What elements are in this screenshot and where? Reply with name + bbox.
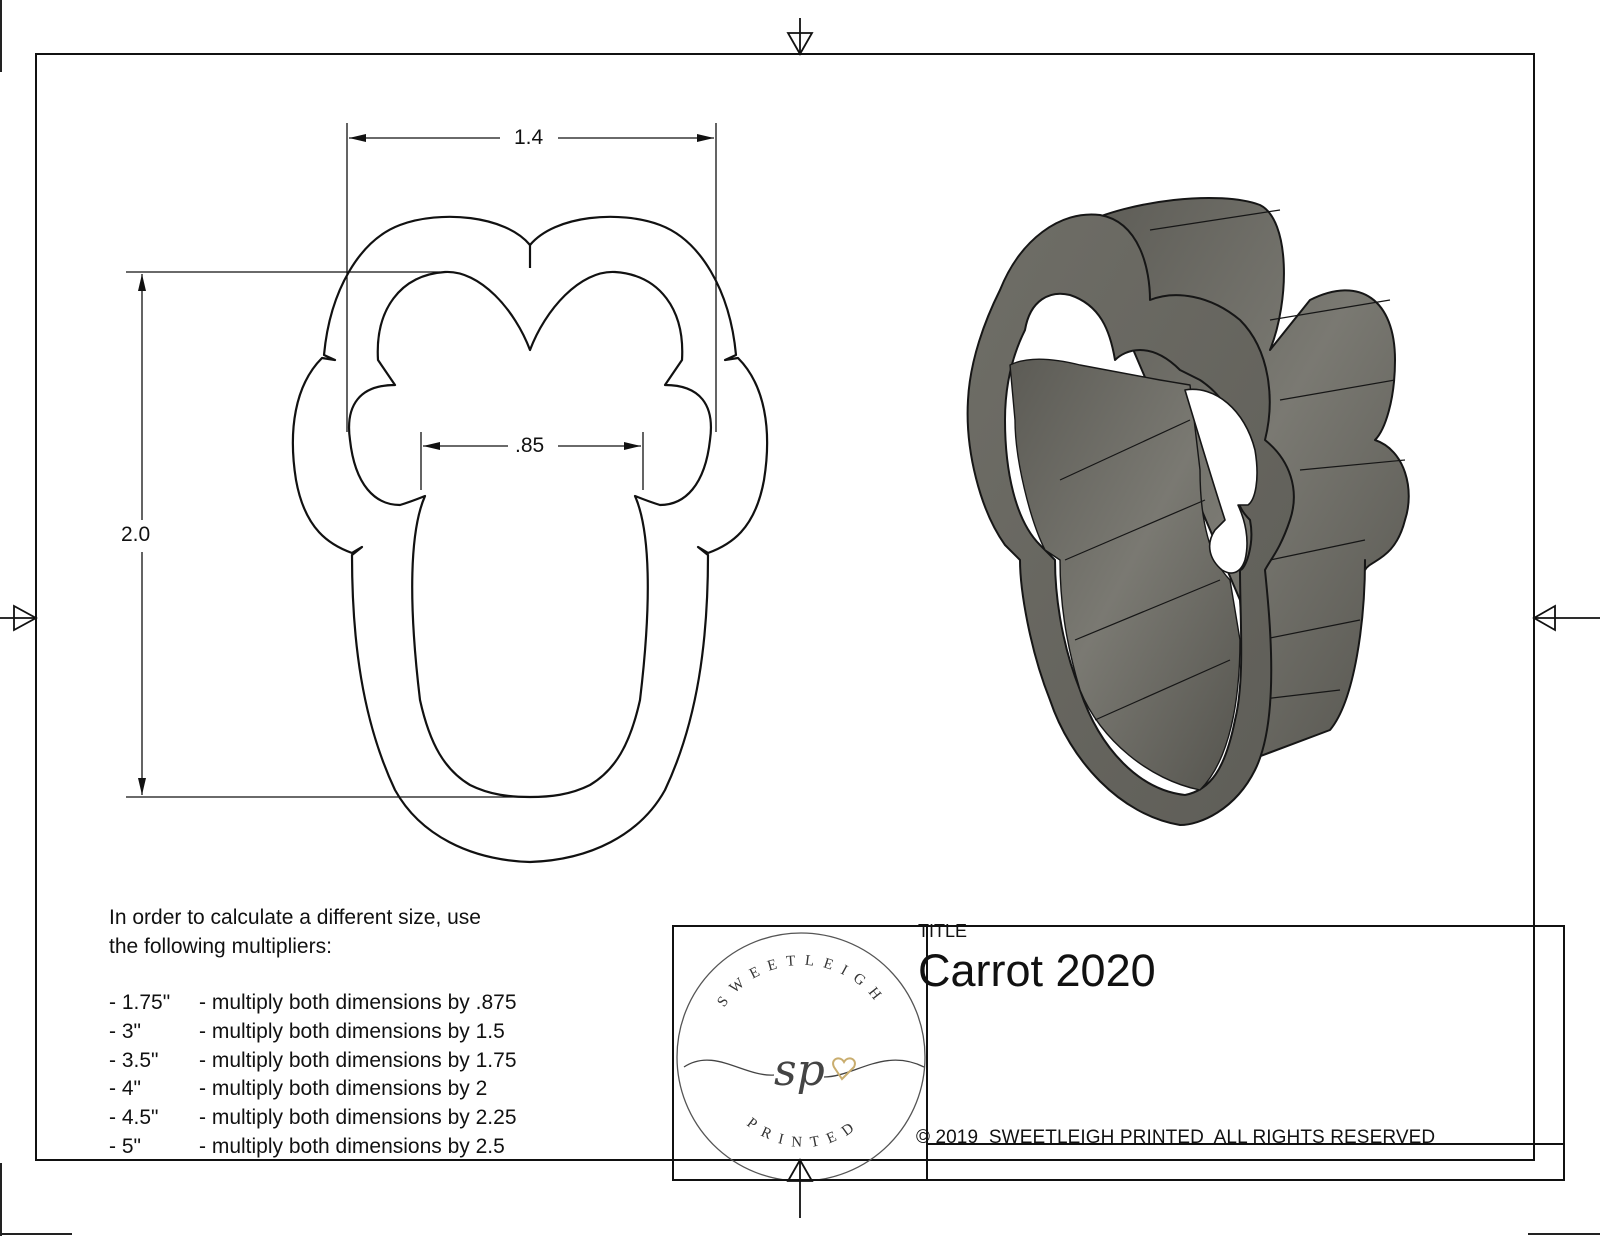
logo-monogram: sp [774,1045,825,1096]
registration-mark-left [0,604,38,632]
multiplier-row: - 4" - multiply both dimensions by 2 [109,1075,517,1104]
multiplier-text: - multiply both dimensions by 2.25 [199,1106,517,1130]
size-multiplier-notes: In order to calculate a different size, … [109,903,517,1162]
sweetleigh-printed-logo: SWEETLEIGH PRINTED sp [676,932,926,1179]
copyright-notice: © 2019 SWEETLEIGH PRINTED ALL RIGHTS RES… [916,1127,1436,1148]
logo-top-text: SWEETLEIGH [714,953,880,1010]
multiplier-size: - 4.5" [109,1106,159,1130]
logo-heart-icon [832,1057,856,1081]
multiplier-row: - 1.75" - multiply both dimensions by .8… [109,989,517,1018]
title-label: TITLE [918,921,968,941]
inner-wall [1009,358,1241,791]
multiplier-row: - 5" - multiply both dimensions by 2.5 [109,1133,517,1162]
front-face [966,213,1295,826]
outer-contour [291,215,769,864]
logo-bottom-text: PRINTED [744,1115,856,1151]
dimension-overall-height: 2.0 [118,524,154,546]
dimension-inner-width: .85 [509,435,551,457]
multiplier-size: - 3" [109,1019,141,1043]
cutout-opening [1184,388,1258,574]
multiplier-text: - multiply both dimensions by .875 [199,991,517,1014]
multiplier-size: - 1.75" [109,991,171,1014]
multiplier-size: - 3.5" [109,1048,159,1072]
notes-intro: In order to calculate a different size, … [109,906,481,958]
multiplier-row: - 3" - multiply both dimensions by 1.5 [109,1018,517,1047]
sheet-border [35,53,1535,1161]
svg-text:SWEETLEIGH: SWEETLEIGH [714,953,889,1010]
logo-swash-icon [683,1059,925,1078]
multiplier-text: - multiply both dimensions by 2 [199,1077,488,1101]
multiplier-row: - 3.5" - multiply both dimensions by 1.7… [109,1047,517,1076]
multiplier-text: - multiply both dimensions by 1.5 [199,1019,505,1043]
registration-mark-right [1532,604,1600,632]
registration-mark-top [786,18,814,56]
multiplier-size: - 4" [109,1077,141,1101]
multiplier-text: - multiply both dimensions by 2.5 [199,1134,505,1158]
title-block-frame [672,925,1565,1181]
drawing-title: Carrot 2020 [918,945,1156,996]
dimension-overall-width: 1.4 [508,127,550,149]
svg-text:PRINTED: PRINTED [744,1115,865,1151]
multiplier-size: - 5" [109,1134,141,1158]
multiplier-row: - 4.5" - multiply both dimensions by 2.2… [109,1104,517,1133]
multiplier-text: - multiply both dimensions by 1.75 [199,1048,517,1072]
